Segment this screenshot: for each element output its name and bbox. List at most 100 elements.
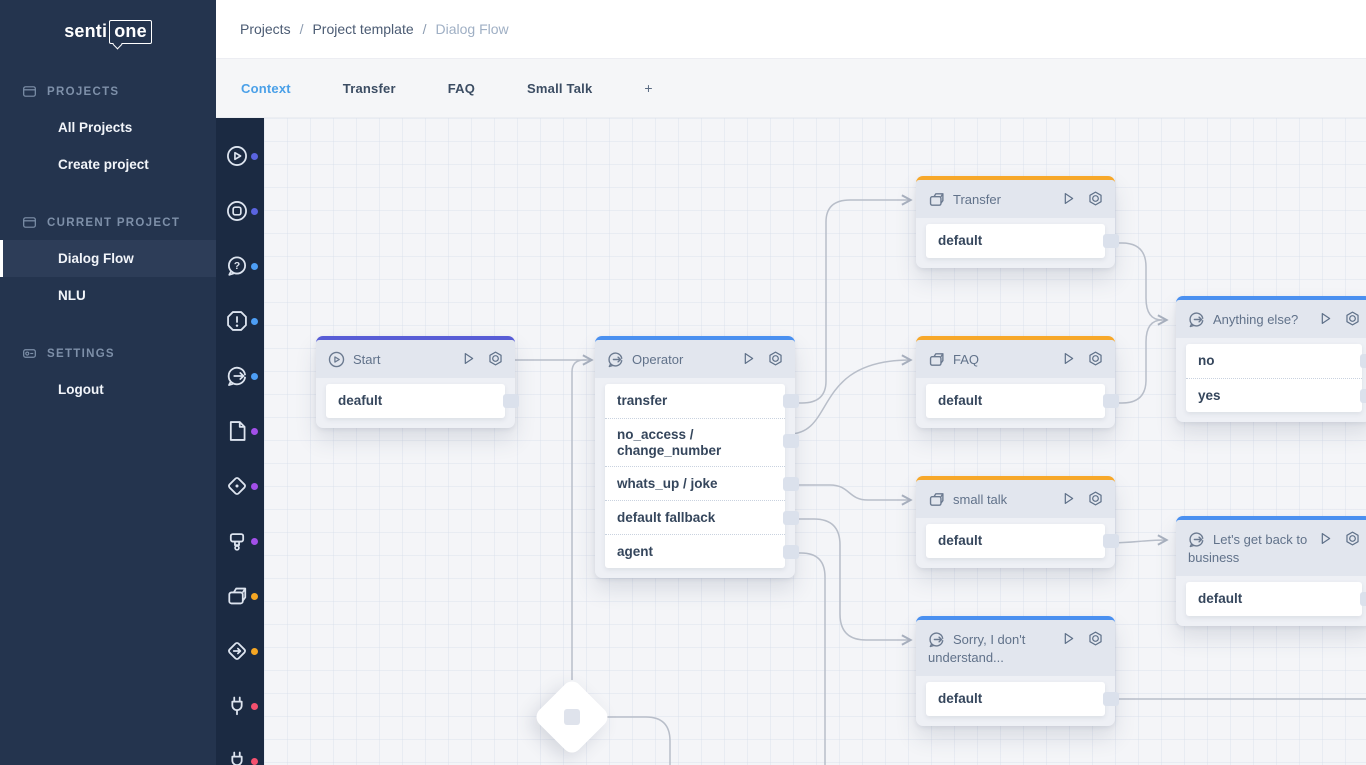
output-port[interactable] [1103, 234, 1119, 248]
tab-context[interactable]: Context [241, 80, 291, 96]
chat-arrow-icon [929, 632, 944, 648]
palette-play-circle-icon[interactable] [226, 145, 258, 167]
edge-diamond-right-down [600, 716, 671, 765]
palette-chat-arrow-icon[interactable] [226, 365, 258, 387]
palette-plug-icon[interactable] [226, 695, 258, 717]
add-tab-button[interactable]: + [644, 80, 653, 96]
output-port[interactable] [783, 394, 799, 408]
output-port[interactable] [1360, 592, 1366, 606]
breadcrumb-dialog-flow: Dialog Flow [435, 21, 509, 37]
node-row[interactable]: default fallback [605, 500, 799, 534]
sidebar-item-all-projects[interactable]: All Projects [58, 120, 133, 135]
palette-dot [251, 207, 258, 215]
output-port[interactable] [783, 510, 799, 525]
output-port[interactable] [503, 394, 519, 408]
run-node-icon[interactable] [1061, 351, 1076, 366]
palette-question-bubble-icon[interactable] [226, 255, 258, 277]
palette-stop-circle-icon[interactable] [226, 200, 258, 222]
node-settings-gear-icon[interactable] [1345, 531, 1360, 546]
run-node-icon[interactable] [741, 351, 756, 366]
breadcrumb-projects[interactable]: Projects [240, 21, 291, 37]
run-node-icon[interactable] [1061, 491, 1076, 506]
nav-section-projects: PROJECTS All Projects Create project [0, 74, 216, 183]
run-node-icon[interactable] [461, 351, 476, 366]
section-header-projects: PROJECTS [0, 74, 216, 109]
node-sorry-i-dont-understand[interactable]: Sorry, I don't understand... default [916, 616, 1119, 726]
node-faq[interactable]: FAQ default [916, 336, 1119, 428]
node-anything-else[interactable]: Anything else? no yes [1176, 296, 1366, 422]
node-row[interactable]: default [1186, 582, 1366, 616]
edge-whatsup-to-smalltalk [789, 484, 910, 500]
logo-text-senti: senti [64, 21, 108, 41]
palette-document-icon[interactable] [226, 420, 258, 442]
palette-plug-icon[interactable] [226, 750, 258, 765]
tab-faq[interactable]: FAQ [447, 80, 476, 96]
tab-transfer[interactable]: Transfer [342, 80, 396, 96]
run-node-icon[interactable] [1318, 311, 1333, 326]
node-row[interactable]: whats_up / joke [605, 466, 799, 500]
node-title: Anything else? [1213, 312, 1299, 327]
sidebar-item-dialog-flow[interactable]: Dialog Flow [0, 240, 216, 277]
node-header: Let's get back to business [1176, 520, 1366, 576]
node-settings-gear-icon[interactable] [1345, 311, 1360, 326]
chat-arrow-icon [608, 352, 623, 368]
node-row[interactable]: transfer [605, 384, 799, 418]
palette-cards-icon[interactable] [226, 585, 258, 607]
node-start[interactable]: Start deafult [316, 336, 519, 428]
node-row[interactable]: default [926, 682, 1119, 716]
node-small-talk[interactable]: small talk default [916, 476, 1119, 568]
palette-dot [251, 702, 258, 710]
node-title: Operator [632, 352, 684, 367]
node-settings-gear-icon[interactable] [768, 351, 783, 366]
node-lets-get-back-to-business[interactable]: Let's get back to business default [1176, 516, 1366, 626]
run-node-icon[interactable] [1318, 531, 1333, 546]
palette-dot [251, 317, 258, 325]
node-settings-gear-icon[interactable] [1088, 351, 1103, 366]
sidebar-item-logout[interactable]: Logout [58, 382, 104, 397]
run-node-icon[interactable] [1061, 191, 1076, 206]
output-port[interactable] [1103, 692, 1119, 706]
node-operator[interactable]: Operator transfer no_access / change_num… [595, 336, 799, 578]
cards-icon [929, 493, 944, 506]
node-row[interactable]: yes [1186, 378, 1366, 412]
node-transfer[interactable]: Transfer default [916, 176, 1119, 268]
node-row[interactable]: default [926, 524, 1119, 558]
output-port[interactable] [783, 476, 799, 491]
sliders-icon [23, 349, 36, 358]
output-port[interactable] [1103, 394, 1119, 408]
row-label: default fallback [617, 509, 716, 525]
node-settings-gear-icon[interactable] [488, 351, 503, 366]
sidebar-item-create-project[interactable]: Create project [58, 157, 149, 172]
tab-small-talk[interactable]: Small Talk [527, 80, 593, 96]
node-row[interactable]: no [1186, 344, 1366, 378]
node-row[interactable]: agent [605, 534, 799, 568]
run-node-icon[interactable] [1061, 631, 1076, 646]
node-row[interactable]: no_access / change_number [605, 418, 799, 466]
edge-faq-to-anything [1109, 319, 1163, 404]
node-header: FAQ [916, 340, 1115, 378]
sidebar-item-nlu[interactable]: NLU [58, 288, 86, 303]
row-label: no [1198, 353, 1215, 368]
dialog-flow-canvas[interactable]: Start deafult Operator transfer no_acces… [264, 118, 1366, 765]
breadcrumb-separator: / [422, 21, 427, 37]
node-row[interactable]: default [926, 384, 1119, 418]
breadcrumb-project-template[interactable]: Project template [312, 21, 414, 37]
output-port[interactable] [1360, 354, 1366, 368]
palette-dot [251, 757, 258, 765]
output-port[interactable] [1360, 388, 1366, 403]
palette-dot [251, 427, 258, 435]
node-row[interactable]: default [926, 224, 1119, 258]
palette-paint-roller-icon[interactable] [226, 530, 258, 552]
node-settings-gear-icon[interactable] [1088, 491, 1103, 506]
node-settings-gear-icon[interactable] [1088, 631, 1103, 646]
palette-diamond-dot-icon[interactable] [226, 475, 258, 497]
output-port[interactable] [783, 434, 799, 448]
node-title: Sorry, I don't understand... [928, 632, 1026, 665]
output-port[interactable] [783, 544, 799, 559]
node-row[interactable]: deafult [326, 384, 519, 418]
palette-diamond-arrow-icon[interactable] [226, 640, 258, 662]
node-settings-gear-icon[interactable] [1088, 191, 1103, 206]
palette-alert-octagon-icon[interactable] [226, 310, 258, 332]
output-port[interactable] [1103, 534, 1119, 548]
